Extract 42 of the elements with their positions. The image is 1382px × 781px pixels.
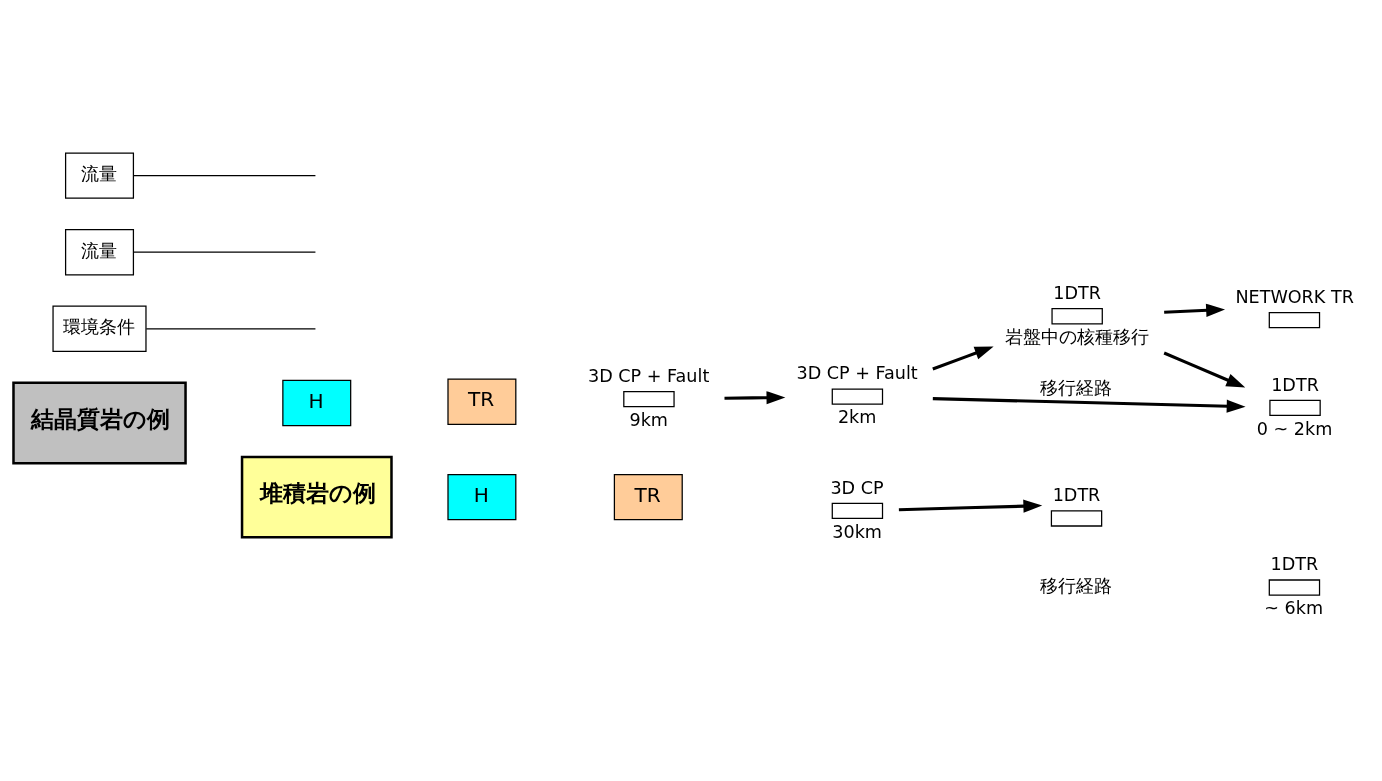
node-label: 1DTR: [1270, 553, 1319, 574]
connector: [133, 251, 317, 253]
node-box: 流量: [64, 151, 135, 199]
arrow: [1164, 303, 1226, 317]
node-box: [1051, 307, 1103, 324]
label: 移行経路: [1040, 575, 1113, 596]
node-box: 環境条件: [52, 305, 147, 352]
arrow: [898, 499, 1043, 513]
arrow: [932, 396, 1246, 413]
arrow: [932, 346, 994, 370]
node-label: 1DTR: [1271, 374, 1319, 395]
node-label: 9km: [629, 409, 668, 430]
node-box: [831, 502, 884, 519]
connector: [145, 327, 317, 329]
node-label: 30km: [832, 521, 882, 542]
node-box: [1050, 509, 1103, 527]
node-box: 堆積岩の例: [240, 455, 393, 539]
node-label: 1DTR: [1052, 484, 1101, 505]
node-box: [831, 388, 884, 405]
arrow: [724, 390, 786, 404]
node-box: H: [447, 473, 517, 520]
node-label: ~ 6km: [1264, 597, 1324, 618]
node-box: H: [282, 379, 352, 426]
node-box: [623, 390, 675, 407]
node-box: 結晶質岩の例: [12, 381, 187, 464]
node-label: 3D CP + Fault: [588, 365, 710, 386]
node-box: 流量: [64, 228, 135, 275]
node-label: 0 ~ 2km: [1256, 418, 1333, 439]
node-label: 1DTR: [1053, 282, 1101, 303]
node-label: 2km: [837, 406, 877, 427]
node-label: NETWORK TR: [1235, 286, 1354, 307]
node-box: [1269, 399, 1321, 416]
node-label: 岩盤中の核種移行: [1004, 326, 1149, 347]
node-box: TR: [613, 473, 683, 520]
node-box: TR: [447, 377, 517, 425]
node-box: [1268, 578, 1321, 596]
node-box: [1268, 311, 1321, 328]
arrow: [1163, 351, 1246, 388]
node-label: 3D CP: [830, 477, 884, 498]
edge-label: 移行経路: [1040, 377, 1113, 398]
connector: [133, 174, 317, 176]
node-label: 3D CP + Fault: [796, 362, 918, 383]
